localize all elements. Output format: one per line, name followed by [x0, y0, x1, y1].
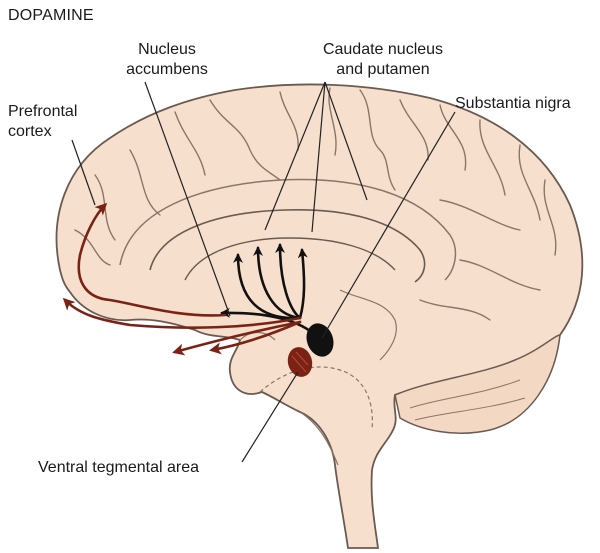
corpus-callosum-outer [149, 208, 426, 283]
label-prefrontal-line2: cortex [8, 123, 52, 140]
cingulate-sulcus [119, 178, 457, 281]
leader-caudate-2 [311, 81, 326, 233]
leader-lines [71, 81, 456, 463]
leader-prefrontal [71, 139, 96, 206]
leader-caudate-3 [324, 81, 368, 201]
substantia-nigra-shape [306, 323, 334, 357]
corpus-callosum-inner [184, 237, 396, 281]
label-prefrontal-line1: Prefrontal [8, 103, 78, 120]
cerebellum-folia [409, 379, 526, 421]
leader-vta [241, 371, 299, 463]
pons-contour [299, 411, 339, 466]
brain-outline [55, 83, 584, 549]
vta-shape [287, 347, 313, 377]
label-caudate-line1: Caudate nucleus [322, 41, 444, 58]
vta-hatch [291, 351, 309, 373]
label-nucleus-accumbens: Nucleus accumbens [112, 40, 222, 80]
label-ventral-tegmental-area: Ventral tegmental area [38, 459, 199, 476]
cerebellum [394, 334, 561, 434]
label-prefrontal-cortex: Prefrontal cortex [8, 102, 77, 142]
leader-substantia-nigra [321, 111, 456, 339]
hypothalamus-contour [239, 331, 276, 341]
cortical-sulci [74, 87, 557, 321]
label-nucleus-accumbens-line2: accumbens [126, 61, 208, 78]
leader-caudate-1 [264, 81, 326, 231]
label-substantia-nigra: Substantia nigra [455, 95, 571, 112]
brainstem-contour [259, 366, 373, 431]
mesocortical-pathway [62, 202, 302, 356]
label-caudate-putamen: Caudate nucleus and putamen [298, 40, 468, 80]
leader-nucleus-accumbens [144, 81, 231, 317]
label-nucleus-accumbens-line1: Nucleus [138, 41, 196, 58]
label-caudate-line2: and putamen [336, 61, 430, 78]
diagram-title: DOPAMINE [8, 7, 94, 24]
thalamus-contour [339, 289, 397, 361]
